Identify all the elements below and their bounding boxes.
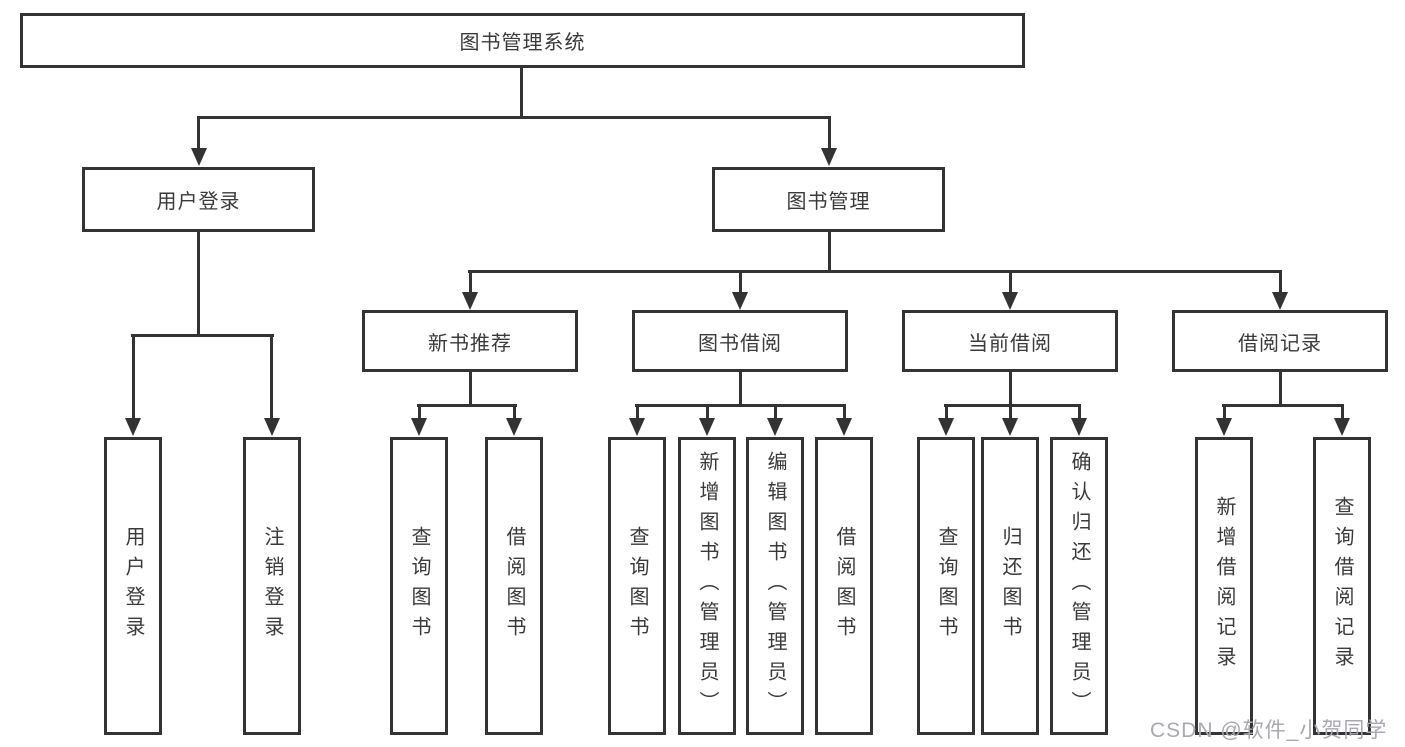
- connector-line: [417, 404, 517, 407]
- arrowhead-icon: [264, 418, 280, 436]
- connector-line: [828, 116, 831, 150]
- arrowhead-icon: [1002, 292, 1018, 310]
- arrowhead-icon: [462, 292, 478, 310]
- arrowhead-icon: [629, 418, 645, 436]
- connector-line: [197, 116, 200, 150]
- arrowhead-icon: [191, 148, 207, 166]
- connector-line: [513, 404, 516, 420]
- connector-line: [828, 231, 831, 272]
- node-root: 图书管理系统: [20, 13, 1025, 68]
- connector-line: [132, 334, 135, 420]
- connector-line: [197, 231, 200, 335]
- leaf-query-books-borrow: 查询图书: [608, 437, 666, 735]
- arrowhead-icon: [125, 418, 141, 436]
- arrowhead-icon: [767, 418, 783, 436]
- connector-line: [1223, 404, 1226, 420]
- arrowhead-icon: [1272, 292, 1288, 310]
- arrowhead-icon: [699, 418, 715, 436]
- node-book-management: 图书管理: [712, 167, 945, 232]
- arrowhead-icon: [1071, 418, 1087, 436]
- leaf-borrow-books-recommend: 借阅图书: [485, 437, 543, 735]
- connector-line: [520, 67, 523, 117]
- arrowhead-icon: [938, 418, 954, 436]
- leaf-return-books: 归还图书: [981, 437, 1039, 735]
- connector-line: [270, 334, 273, 420]
- connector-line: [739, 370, 742, 406]
- leaf-confirm-return-admin: 确认归还（管理员）: [1050, 437, 1108, 735]
- connector-line: [131, 334, 274, 337]
- arrowhead-icon: [836, 418, 852, 436]
- connector-line: [1279, 270, 1282, 294]
- connector-line: [944, 404, 1081, 407]
- connector-line: [468, 270, 1282, 273]
- connector-line: [635, 404, 846, 407]
- leaf-edit-books-admin: 编辑图书（管理员）: [746, 437, 804, 735]
- connector-line: [843, 404, 846, 420]
- arrowhead-icon: [1002, 418, 1018, 436]
- connector-line: [469, 370, 472, 406]
- connector-line: [1222, 404, 1344, 407]
- leaf-query-books-current: 查询图书: [917, 437, 975, 735]
- arrowhead-icon: [411, 418, 427, 436]
- leaf-add-books-admin: 新增图书（管理员）: [678, 437, 736, 735]
- watermark: CSDN @软件_小贺同学: [1150, 719, 1388, 742]
- node-current-borrowing: 当前借阅: [902, 310, 1118, 372]
- connector-line: [706, 404, 709, 420]
- leaf-query-books-recommend: 查询图书: [390, 437, 448, 735]
- connector-line: [1279, 370, 1282, 406]
- leaf-user-login: 用户登录: [104, 437, 162, 735]
- leaf-borrow-books: 借阅图书: [815, 437, 873, 735]
- connector-line: [945, 404, 948, 420]
- connector-line: [774, 404, 777, 420]
- connector-line: [636, 404, 639, 420]
- connector-line: [1009, 404, 1012, 420]
- connector-line: [469, 270, 472, 294]
- leaf-logout: 注销登录: [243, 437, 301, 735]
- leaf-add-borrow-record: 新增借阅记录: [1195, 437, 1253, 735]
- connector-line: [197, 116, 831, 119]
- connector-line: [1341, 404, 1344, 420]
- arrowhead-icon: [506, 418, 522, 436]
- node-new-book-recommendation: 新书推荐: [362, 310, 578, 372]
- connector-line: [1009, 270, 1012, 294]
- arrowhead-icon: [1334, 418, 1350, 436]
- connector-line: [418, 404, 421, 420]
- connector-line: [739, 270, 742, 294]
- connector-line: [1009, 370, 1012, 406]
- arrowhead-icon: [732, 292, 748, 310]
- node-book-borrowing: 图书借阅: [632, 310, 848, 372]
- node-borrowing-records: 借阅记录: [1172, 310, 1388, 372]
- leaf-query-borrow-record: 查询借阅记录: [1313, 437, 1371, 735]
- connector-line: [1078, 404, 1081, 420]
- arrowhead-icon: [821, 148, 837, 166]
- arrowhead-icon: [1216, 418, 1232, 436]
- node-user-login: 用户登录: [82, 167, 315, 232]
